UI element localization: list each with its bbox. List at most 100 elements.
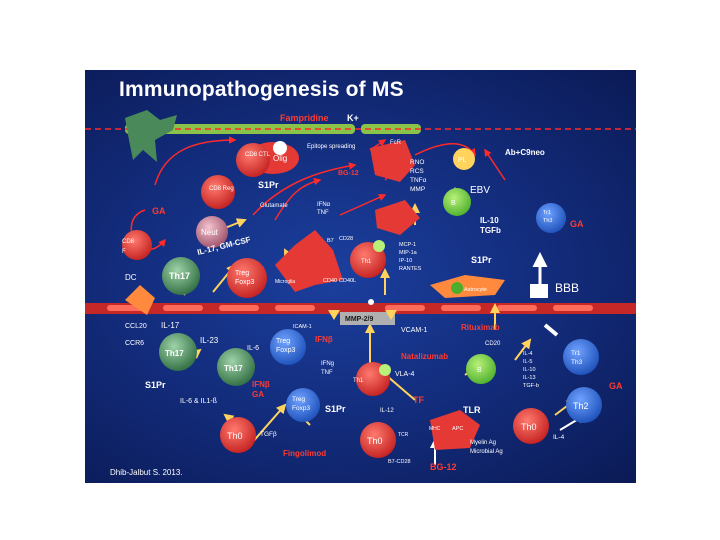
label-mhc: MHC — [429, 426, 441, 432]
endothelial-cell — [163, 305, 203, 311]
label-foxp3-low: Foxp3 — [292, 405, 310, 412]
endothelial-cell — [553, 305, 593, 311]
th1-receptor — [373, 240, 385, 252]
activated-macrophage-cell — [375, 200, 420, 235]
yellow-arrow — [514, 338, 532, 361]
label-microbial-ag: Microbial Ag — [470, 449, 503, 455]
slide-title: Immunopathogenesis of MS — [119, 78, 404, 101]
label-th0-mid: Th0 — [367, 436, 383, 446]
label-fingolimod: Fingolimod — [283, 449, 326, 458]
label-ab-c9neo: Ab+C9neo — [505, 148, 545, 157]
cd8-f-cell — [122, 230, 152, 260]
label-tnf-top: TNF — [317, 210, 329, 216]
label-bg12-low: BG-12 — [430, 462, 457, 472]
olig-nucleus — [273, 141, 287, 155]
label-mmp: MMP — [410, 186, 425, 193]
label-ifnb-mid: IFNβ — [315, 335, 333, 344]
label-olig: Olig — [273, 154, 287, 163]
label-il13-list: IL-13 — [523, 375, 536, 381]
label-microglia: Microglia — [275, 279, 295, 285]
endothelial-cell — [497, 305, 537, 311]
adhesion-dot — [368, 299, 374, 305]
ms-immunopathogenesis-diagram: Fampridine K+ FcR Ab+C9neo CD8 CTL Olig … — [85, 110, 636, 472]
label-vla4: VLA-4 — [395, 371, 415, 378]
label-ga-right: GA — [570, 219, 584, 229]
label-ifng: IFNg — [321, 361, 334, 367]
label-tr1-top: Tr1 — [543, 210, 551, 216]
label-th0-left: Th0 — [227, 431, 243, 441]
endothelium-band — [85, 303, 636, 314]
label-treg-top: Treg — [235, 270, 249, 277]
label-rno: RNO — [410, 159, 424, 166]
axon — [85, 124, 636, 134]
label-astrocyte: Astrocyte — [464, 287, 487, 293]
th0-cell-left — [220, 417, 256, 453]
label-mmp29: MMP-2/9 — [345, 316, 374, 323]
label-tcr: TCR — [398, 432, 409, 438]
b-cell-low — [466, 354, 496, 384]
label-th3-low: Th3 — [571, 359, 583, 366]
astrocyte-nucleus — [451, 282, 463, 294]
th17-cell-b — [217, 348, 255, 386]
label-th1-mid: Th1 — [361, 259, 372, 265]
label-treg-low: Treg — [292, 396, 306, 403]
endothelial-cell — [441, 305, 481, 311]
icam-marker — [328, 310, 340, 320]
label-ga-left: GA — [152, 206, 166, 216]
bbb-marker — [530, 284, 548, 298]
label-il23: IL-23 — [200, 336, 219, 345]
label-tgfb: TGFb — [480, 226, 501, 235]
label-bbb: BBB — [555, 281, 579, 295]
treg-cell-mid — [270, 329, 306, 365]
label-ga-low: GA — [252, 390, 264, 399]
cells — [122, 110, 602, 458]
endothelial-cell — [385, 305, 425, 311]
label-tgfb-low: TGFβ — [260, 431, 277, 438]
endothelial-cell — [275, 305, 315, 311]
label-ccr6: CCR6 — [125, 340, 144, 347]
label-s1pr-low: S1Pr — [145, 380, 166, 390]
apc-cell — [430, 410, 480, 450]
b-cell-top — [443, 188, 471, 216]
label-f: F — [122, 249, 126, 255]
label-fampridine: Fampridine — [280, 113, 329, 123]
label-natalizumab: Natalizumab — [401, 352, 448, 361]
red-arrow — [154, 136, 237, 186]
label-cd8-reg: CD8 Reg — [209, 186, 234, 192]
label-mcp1: MCP-1 — [399, 242, 416, 248]
label-treg-mid: Treg — [276, 338, 290, 345]
th2-cell — [566, 387, 602, 423]
neutrophil — [196, 216, 228, 248]
label-cd8-ctl: CD8 CTL — [245, 152, 271, 158]
label-tf: TF — [413, 395, 424, 405]
label-foxp3-mid: Foxp3 — [276, 347, 296, 354]
label-fcr: FcR — [390, 140, 402, 146]
tr1-cell — [536, 203, 566, 233]
label-b-top: B — [451, 200, 456, 207]
label-rantes: RANTES — [399, 266, 422, 272]
label-th17-b: Th17 — [224, 364, 243, 373]
label-mip1a: MIP-1a — [399, 250, 418, 256]
label-k-plus: K+ — [347, 113, 359, 123]
th17-cell-a — [159, 333, 197, 371]
label-il10-list: IL-10 — [523, 367, 536, 373]
label-cd8: CD8 — [122, 239, 135, 245]
labels: Fampridine K+ FcR Ab+C9neo CD8 CTL Olig … — [122, 113, 623, 472]
plasma-cell — [453, 148, 475, 170]
label-cd28: CD28 — [339, 236, 353, 242]
label-vcam1: VCAM-1 — [401, 327, 428, 334]
label-il4: IL-4 — [553, 434, 565, 441]
label-ccl20: CCL20 — [125, 323, 147, 330]
label-ifnb-low: IFNβ — [252, 380, 270, 389]
red-arrow — [339, 194, 387, 216]
vcam-marker — [385, 310, 397, 320]
label-foxp3-top: Foxp3 — [235, 279, 255, 286]
label-epitope-spreading: Epitope spreading — [307, 144, 355, 150]
label-neut: Neut — [201, 228, 219, 237]
credit-citation: Dhib-Jalbut S. 2013. — [110, 468, 183, 477]
label-il4-list: IL-4 — [523, 351, 532, 357]
label-s1pr-mid: S1Pr — [471, 255, 492, 265]
label-apc: APC — [452, 426, 463, 432]
cd8-reg-cell — [201, 175, 235, 209]
th1-low-receptor — [379, 364, 391, 376]
